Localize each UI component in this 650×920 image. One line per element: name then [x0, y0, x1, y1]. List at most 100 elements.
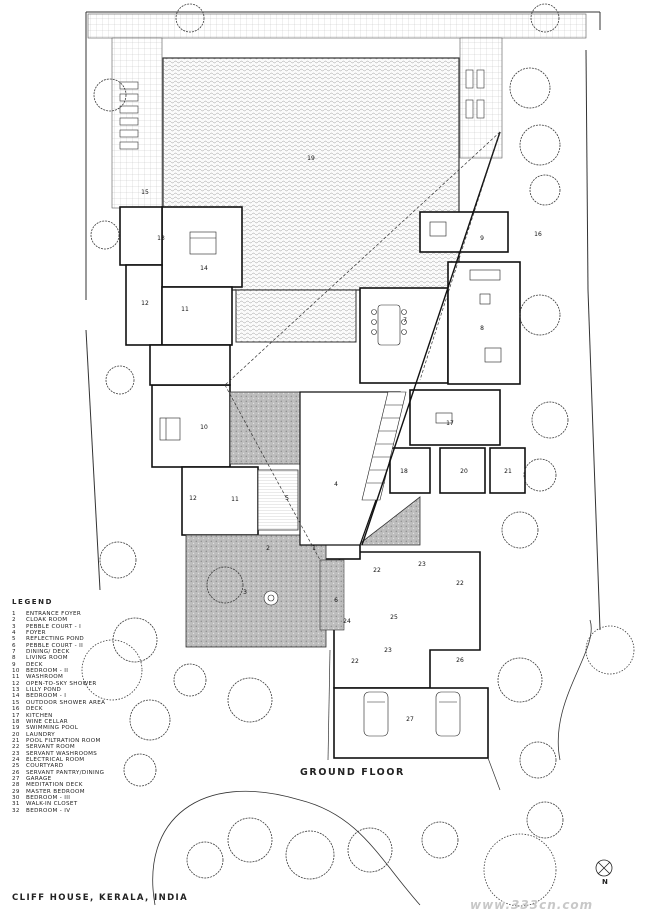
legend-item-number: 16 [12, 706, 20, 713]
legend-item-number: 19 [12, 725, 20, 732]
legend-item: 27 GARAGE [12, 776, 162, 782]
legend-item-number: 28 [12, 782, 20, 789]
right-sun-deck [459, 37, 503, 159]
room-label: 4 [334, 481, 338, 488]
legend-item-label: GARAGE [26, 775, 52, 782]
room-label: 22 [351, 658, 359, 665]
room-label: 5 [285, 495, 289, 502]
legend-item-label: CLOAK ROOM [26, 617, 68, 624]
room-label: 12 [141, 300, 149, 307]
floor-label: GROUND FLOOR [300, 767, 405, 778]
legend-item-label: ENTRANCE FOYER [26, 611, 82, 617]
legend-item-number: 1 [12, 611, 16, 617]
north-arrow-icon [595, 859, 613, 877]
legend-item-label: WASHROOM [26, 674, 64, 681]
legend-item: 12 OPEN-TO-SKY SHOWER [12, 681, 162, 687]
legend-item-label: ELECTRICAL ROOM [26, 756, 85, 763]
legend-item-label: OPEN-TO-SKY SHOWER [26, 680, 97, 687]
legend-item-label: COURTYARD [26, 763, 64, 770]
room-label: 16 [534, 231, 542, 238]
legend-item: 25 COURTYARD [12, 763, 162, 769]
furniture [159, 221, 502, 737]
legend-item-label: LAUNDRY [26, 731, 56, 738]
legend-item: 9 DECK [12, 662, 162, 668]
legend-item-number: 25 [12, 763, 20, 770]
legend-item-label: MEDITATION DECK [26, 782, 83, 789]
legend-item-label: BEDROOM - III [26, 794, 71, 801]
legend-item-number: 13 [12, 687, 20, 694]
legend-item-label: MASTER BEDROOM [26, 788, 85, 795]
top-paving [87, 13, 587, 39]
landscape-trees [81, 3, 635, 907]
room-labels: 1 2 3 4 5 6 7 8 9 10 11 11 12 12 13 14 1… [141, 155, 542, 723]
building-walls [119, 206, 526, 759]
diagonal-wall [361, 131, 501, 546]
legend-item-number: 27 [12, 775, 20, 782]
room-label: 21 [504, 468, 512, 475]
room-label: 6 [334, 597, 338, 604]
room-label: 13 [157, 235, 165, 242]
legend-item-number: 6 [12, 642, 16, 649]
legend-item: 24 ELECTRICAL ROOM [12, 757, 162, 763]
legend-item-number: 5 [12, 636, 16, 643]
room-label: 22 [456, 580, 464, 587]
legend-item-number: 26 [12, 769, 20, 776]
room-label: 24 [343, 618, 351, 625]
legend-item: 28 MEDITATION DECK [12, 782, 162, 788]
legend-item-number: 32 [12, 807, 20, 814]
site-edge-curve [557, 619, 592, 761]
room-label: 10 [200, 424, 208, 431]
legend-item-number: 9 [12, 661, 16, 668]
legend-item-number: 4 [12, 630, 16, 637]
legend-item-label: DECK [26, 706, 43, 713]
room-label: 26 [456, 657, 464, 664]
legend-item-number: 12 [12, 680, 20, 687]
legend-item-label: OUTDOOR SHOWER AREA [26, 699, 106, 706]
room-label: 7 [403, 317, 407, 324]
foyer [299, 391, 401, 546]
drive-edge [487, 757, 501, 791]
room-label: 8 [480, 325, 484, 332]
legend-item-number: 17 [12, 712, 20, 719]
drive-edge-left [327, 649, 331, 761]
room-label: 11 [181, 306, 189, 313]
legend-item: 4 FOYER [12, 630, 162, 636]
legend-item-label: DECK [26, 661, 43, 668]
legend-item-number: 24 [12, 756, 20, 763]
legend-item-number: 23 [12, 750, 20, 757]
watermark: www.333cn.com [470, 898, 594, 912]
legend-item-label: FOYER [26, 630, 46, 637]
staircase [361, 391, 407, 501]
legend-item: 15 OUTDOOR SHOWER AREA [12, 700, 162, 706]
legend-item: 2 CLOAK ROOM [12, 617, 162, 623]
legend-item-label: LILLY POND [26, 687, 62, 694]
legend-item-label: SERVANT WASHROOMS [26, 750, 98, 757]
legend-item-label: SERVANT ROOM [26, 744, 76, 751]
legend-item-label: KITCHEN [26, 712, 53, 719]
legend-item-number: 2 [12, 617, 16, 624]
room-label: 23 [418, 561, 426, 568]
legend-item-number: 15 [12, 699, 20, 706]
room-label: 18 [400, 468, 408, 475]
legend-item: 16 DECK [12, 706, 162, 712]
room-label: 12 [189, 495, 197, 502]
legend-item-label: WINE CELLAR [26, 718, 69, 725]
sun-loungers [119, 69, 485, 150]
room-label: 11 [231, 496, 239, 503]
legend-item-number: 10 [12, 668, 20, 675]
legend-item-label: BEDROOM - I [26, 693, 67, 700]
